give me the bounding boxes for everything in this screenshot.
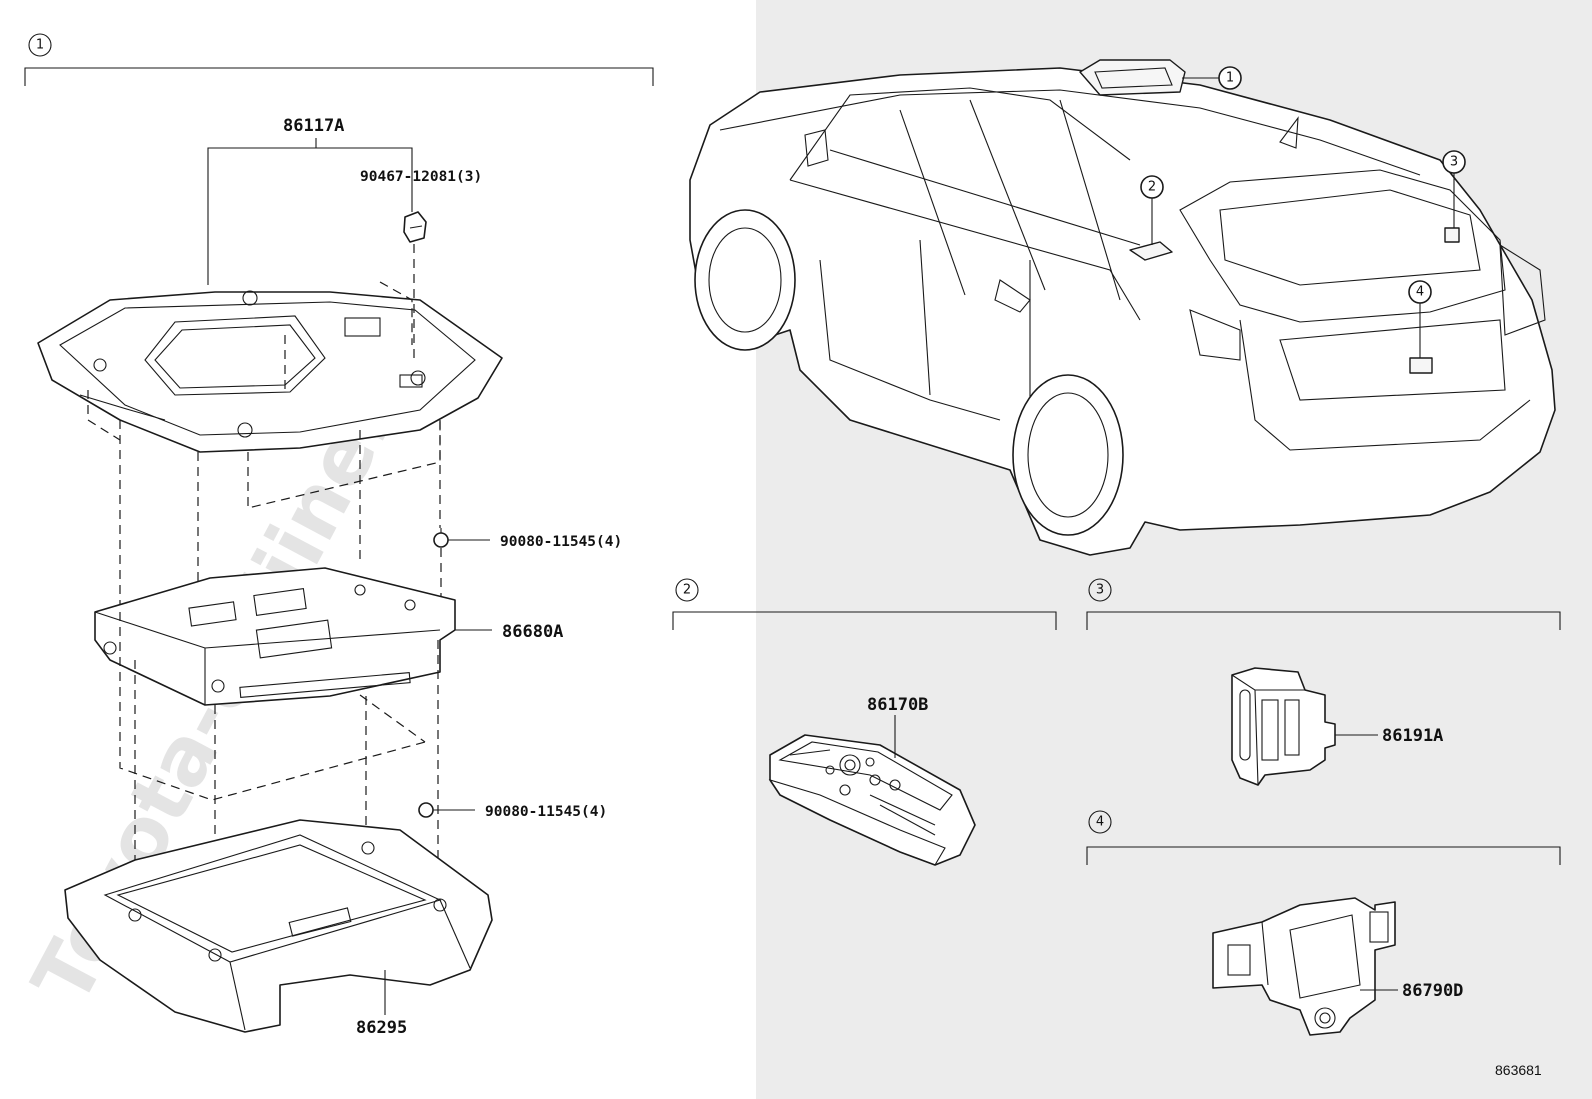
group-4-bracket: 4 [1086,810,1561,865]
label-base-tray: 86295 [356,1018,407,1038]
guides-cover-to-dvd [119,420,441,612]
vehicle-callout-1: 1 [1226,71,1234,86]
vehicle-callout-3: 3 [1450,155,1458,170]
part-remote[interactable] [768,715,976,866]
part-rear-camera[interactable] [1212,897,1398,1036]
group-1-callout: 1 [36,38,44,53]
vehicle-illustration [689,59,1556,556]
label-rear-camera: 86790D [1402,981,1463,1001]
leader-housing-cover [207,138,413,285]
vehicle-callouts: 1 2 3 4 [1140,66,1466,358]
group-3-callout: 3 [1096,583,1104,598]
label-screw-mid: 90080-11545(4) [500,534,622,550]
projection-box-lower [119,612,426,801]
part-dvd-unit[interactable] [94,567,492,706]
vehicle-callout-2: 2 [1148,180,1156,195]
group-2-callout: 2 [683,583,691,598]
part-housing-cover[interactable] [37,290,503,453]
part-screw-top[interactable] [403,211,427,243]
label-screw-top: 90467-12081(3) [360,169,482,185]
label-dvd-unit: 86680A [502,622,563,642]
part-screw-low[interactable] [418,802,475,818]
vehicle-callout-4: 4 [1416,285,1424,300]
group-4-callout: 4 [1096,815,1104,830]
label-remote: 86170B [867,695,928,715]
label-jack-module: 86191A [1382,726,1443,746]
group-2-bracket: 2 [672,578,1057,630]
group-1-bracket: 1 [24,33,654,86]
label-screw-low: 90080-11545(4) [485,804,607,820]
label-housing-cover: 86117A [283,116,344,136]
group-3-bracket: 3 [1086,578,1561,630]
part-screw-mid[interactable] [433,528,490,548]
figure-id: 863681 [1495,1062,1542,1078]
part-jack-module[interactable] [1231,667,1378,786]
